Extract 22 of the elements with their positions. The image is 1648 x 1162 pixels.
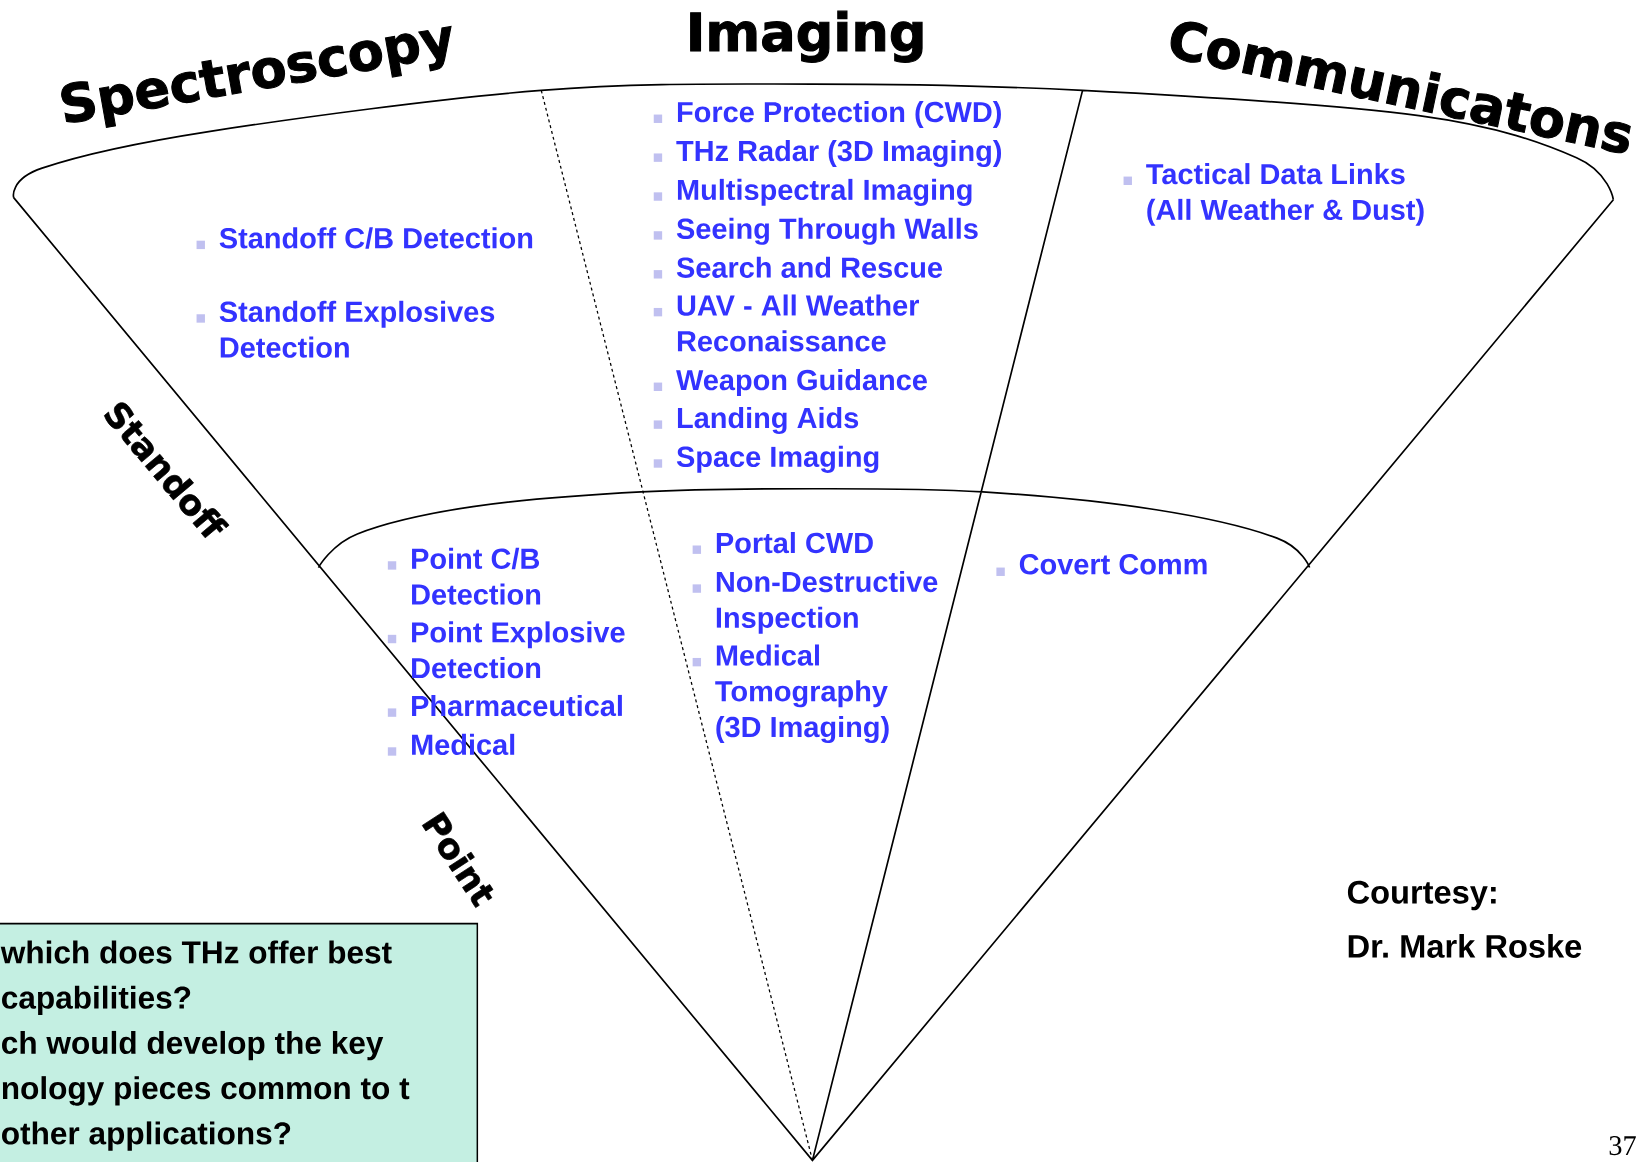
bullet-item: Medical Tomography (3D Imaging): [692, 644, 889, 743]
bullet-item: Covert Comm: [996, 553, 1207, 576]
bullet-item: Weapon Guidance: [653, 368, 927, 396]
bullet-item: Multispectral Imaging: [653, 178, 972, 206]
bullet-item: UAV - All Weather Reconaissance: [653, 294, 919, 352]
bullet-item: Landing Aids: [653, 406, 859, 434]
page-number: 37: [1609, 1135, 1636, 1155]
bullet-item: Portal CWD: [692, 531, 873, 554]
bullet-item: Space Imaging: [653, 445, 879, 473]
bullet-item: THz Radar (3D Imaging): [653, 139, 1002, 167]
credit-text: Courtesy:: [1347, 880, 1496, 911]
bullet-item: Force Protection (CWD): [653, 100, 1001, 128]
credit-text: Dr. Mark Roske: [1348, 933, 1582, 958]
bullet-item: Point C/B Detection: [387, 547, 541, 605]
bullet-item: Point Explosive Detection: [387, 621, 625, 679]
bullet-item: Standoff Explosives Detection: [196, 300, 495, 358]
bullet-item: Non-Destructive Inspection: [692, 570, 938, 634]
question-box: which does THz offer best capabilities? ch would develop the key nology pieces common to t other applications?: [0, 922, 479, 1162]
bullet-item: Search and Rescue: [653, 256, 943, 279]
bullet-item: Tactical Data Links (All Weather & Dust): [1123, 162, 1424, 226]
bullet-item: Seeing Through Walls: [653, 217, 978, 245]
bullet-item: Standoff C/B Detection: [196, 227, 533, 249]
